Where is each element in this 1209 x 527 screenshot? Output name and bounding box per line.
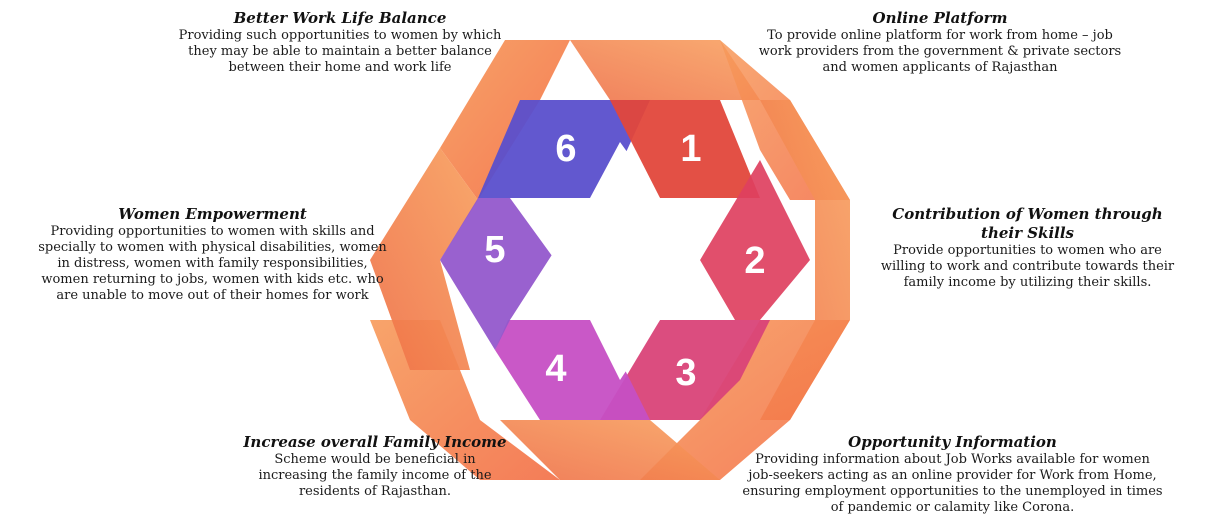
block-2-line-1: Provide opportunities to women who are — [893, 243, 1162, 258]
block-2: Contribution of Women through their Skil… — [850, 205, 1205, 291]
segment-4-number: 4 — [545, 348, 566, 390]
segment-3-number: 3 — [675, 352, 696, 394]
block-6-title: Better Work Life Balance — [233, 9, 447, 27]
block-1: Online Platform To provide online platfo… — [725, 9, 1155, 76]
block-1-line-3: and women applicants of Rajasthan — [822, 60, 1058, 75]
segment-3-shape — [600, 320, 770, 420]
block-2-line-3: family income by utilizing their skills. — [903, 275, 1152, 290]
block-5: Women Empowerment Providing opportunitie… — [0, 205, 425, 304]
block-4-line-3: residents of Rajasthan. — [298, 484, 452, 499]
block-1-title: Online Platform — [872, 9, 1008, 27]
block-6-line-1: Providing such opportunities to women by… — [178, 28, 502, 43]
block-5-line-2: specially to women with physical disabil… — [38, 240, 387, 255]
outer-ribbon — [370, 40, 850, 480]
ribbon-left — [370, 148, 478, 370]
segment-2: 2 — [700, 160, 810, 320]
block-1-line-2: work providers from the government & pri… — [758, 44, 1122, 59]
segment-3: 3 — [600, 320, 770, 420]
segment-1: 1 — [610, 100, 760, 198]
block-6: Better Work Life Balance Providing such … — [140, 9, 540, 76]
segment-1-shape — [610, 100, 760, 198]
segment-5-number: 5 — [484, 229, 505, 271]
block-3: Opportunity Information Providing inform… — [700, 433, 1205, 516]
ribbon-bottom — [500, 420, 720, 480]
block-4-line-2: increasing the family income of the — [258, 468, 492, 483]
block-3-line-4: of pandemic or calamity like Corona. — [830, 500, 1075, 515]
segment-5: 5 — [440, 198, 555, 350]
block-6-line-2: they may be able to maintain a better ba… — [188, 44, 492, 59]
ribbon-bottom-right — [640, 320, 850, 480]
segment-2-shape — [700, 160, 810, 320]
block-6-line-3: between their home and work life — [228, 60, 452, 75]
block-3-line-1: Providing information about Job Works av… — [755, 452, 1150, 467]
block-3-title: Opportunity Information — [848, 433, 1057, 451]
block-2-title-2: their Skills — [981, 224, 1074, 242]
block-4-title: Increase overall Family Income — [243, 433, 507, 451]
block-5-line-3: in distress, women with family responsib… — [57, 256, 368, 271]
block-5-line-1: Providing opportunities to women with sk… — [50, 224, 375, 239]
block-2-title-1: Contribution of Women through — [892, 205, 1163, 223]
block-5-line-5: are unable to move out of their homes fo… — [56, 288, 369, 303]
block-2-line-2: willing to work and contribute towards t… — [880, 259, 1175, 274]
block-4: Increase overall Family Income Scheme wo… — [205, 433, 545, 500]
ribbon-top-left — [440, 40, 570, 200]
block-3-line-3: ensuring employment opportunities to the… — [742, 484, 1163, 499]
block-5-title: Women Empowerment — [118, 205, 307, 223]
ribbon-top — [570, 40, 760, 100]
block-4-line-1: Scheme would be beneficial in — [274, 452, 476, 467]
block-3-line-2: job-seekers acting as an online provider… — [748, 468, 1157, 483]
block-5-line-4: women returning to jobs, women with kids… — [41, 272, 384, 287]
center-star — [510, 142, 735, 380]
block-1-line-1: To provide online platform for work from… — [767, 28, 1113, 43]
segment-2-number: 2 — [744, 240, 765, 282]
segment-5-shape — [440, 198, 555, 350]
segment-6-number: 6 — [555, 128, 576, 170]
segment-1-number: 1 — [680, 128, 701, 170]
